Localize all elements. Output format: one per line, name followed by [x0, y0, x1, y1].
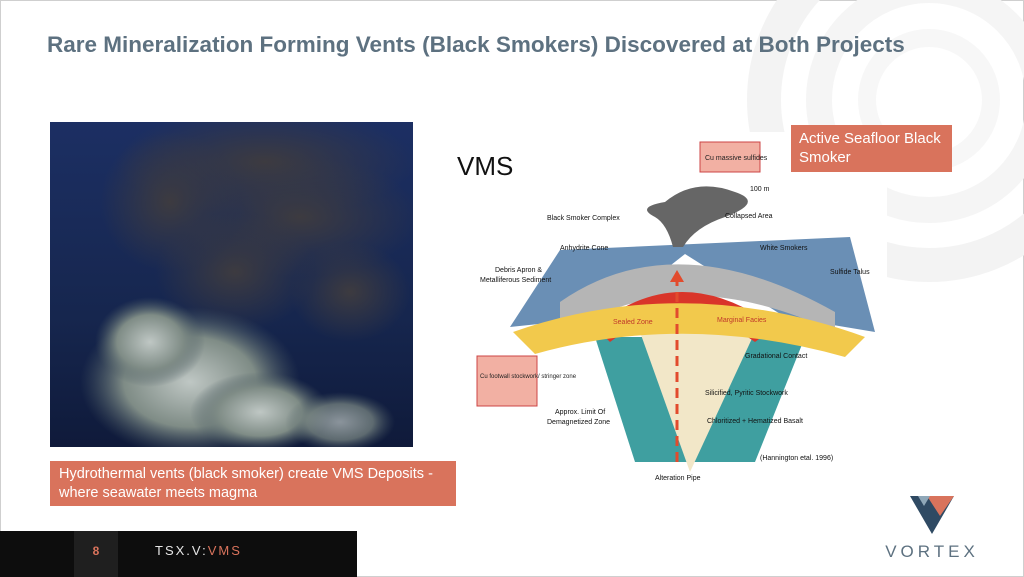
cu-footwall-label: Cu footwall stockwork/ stringer zone	[480, 374, 577, 380]
label-sulfide-talus: Sulfide Talus	[830, 269, 870, 276]
active-seafloor-callout: Active Seafloor Black Smoker	[791, 125, 952, 172]
label-gradational-contact: Gradational Contact	[745, 353, 807, 360]
label-white-smokers: White Smokers	[760, 245, 808, 252]
mound-gray	[560, 264, 835, 337]
ticker-symbol: TSX.V:VMS	[155, 543, 242, 558]
photo-caption: Hydrothermal vents (black smoker) create…	[50, 461, 456, 506]
page-number-box: 8	[74, 531, 118, 577]
label-approx-limit: Approx. Limit Of	[555, 409, 605, 416]
black-smoker-photo	[50, 122, 413, 447]
flow-arrowhead	[670, 270, 684, 282]
cu-massive-label: Cu massive sulfides	[705, 155, 768, 162]
vortex-wordmark: VORTEX	[885, 542, 979, 561]
label-metalliferous-sediment: Metalliferous Sediment	[480, 277, 551, 284]
label-sealed-zone: Sealed Zone	[613, 319, 653, 326]
label-alteration-pipe: Alteration Pipe	[655, 475, 701, 482]
vortex-logo-mark	[910, 496, 954, 534]
scale-label: 100 m	[750, 186, 770, 193]
ticker-code: VMS	[207, 543, 242, 558]
label-collapsed-area: Collapsed Area	[725, 213, 773, 220]
page-number: 8	[92, 544, 100, 558]
diagram-heading: VMS	[457, 151, 513, 181]
citation: (Hannington etal. 1996)	[760, 455, 833, 462]
mound-yellow	[513, 303, 865, 357]
vms-cross-section-diagram: VMS Cu massive sulfides Cu footwall stoc…	[455, 132, 887, 482]
slide-title: Rare Mineralization Forming Vents (Black…	[47, 32, 905, 57]
alteration-pipe	[640, 332, 755, 472]
label-chloritized: Chloritized + Hematized Basalt	[707, 418, 803, 425]
black-smoker-plume	[647, 186, 748, 247]
mound-red	[595, 292, 775, 342]
label-silicified: Silicified, Pyritic Stockwork	[705, 390, 788, 397]
cu-massive-callout	[699, 141, 761, 173]
label-debris-apron: Debris Apron &	[495, 267, 542, 274]
label-anhydrite-cone: Anhydrite Cone	[560, 245, 608, 252]
cu-footwall-callout	[476, 355, 538, 407]
label-marginal-facies: Marginal Facies	[717, 317, 767, 324]
vortex-logo: VORTEX	[882, 494, 982, 566]
footer-bar: 8 TSX.V:VMS	[0, 531, 357, 577]
label-black-smoker-complex: Black Smoker Complex	[547, 215, 620, 222]
label-demagnetized-zone: Demagnetized Zone	[547, 419, 610, 426]
ticker-prefix: TSX.V:	[155, 543, 208, 558]
